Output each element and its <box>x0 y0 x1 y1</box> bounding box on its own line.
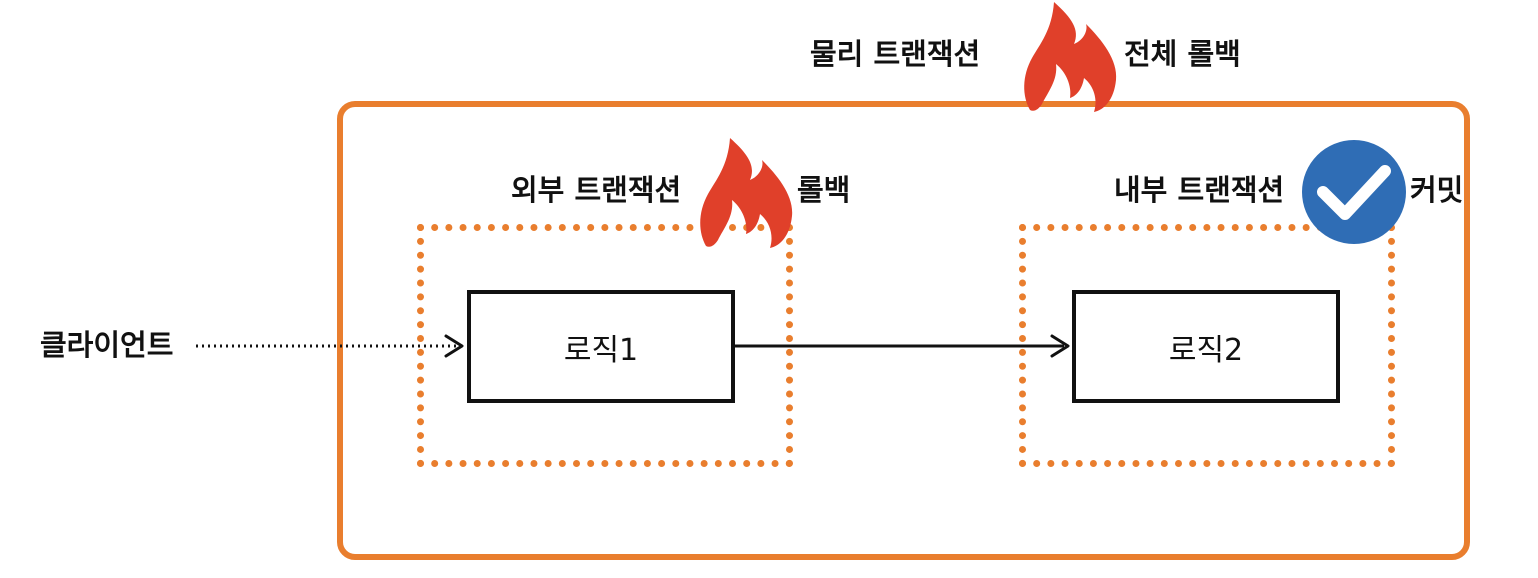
logic1-label: 로직1 <box>563 332 639 368</box>
fire-icon <box>700 138 793 248</box>
checkmark-circle-icon <box>1302 140 1406 244</box>
outer-transaction-result: 롤백 <box>797 173 851 207</box>
inner-transaction-result: 커밋 <box>1410 173 1464 207</box>
outer-transaction-label: 외부 트랜잭션 <box>511 173 682 207</box>
inner-transaction-label: 내부 트랜잭션 <box>1114 173 1285 207</box>
logic2-label: 로직2 <box>1168 332 1244 368</box>
physical-transaction-box <box>337 101 1470 560</box>
logic1-box: 로직1 <box>467 290 735 403</box>
logic1-to-logic2-arrow <box>735 334 1070 358</box>
client-to-logic1-arrow <box>196 334 464 358</box>
client-label: 클라이언트 <box>40 328 174 362</box>
physical-transaction-label: 물리 트랜잭션 <box>810 37 981 71</box>
fire-icon <box>1024 2 1117 112</box>
physical-transaction-result: 전체 롤백 <box>1124 37 1241 71</box>
logic2-box: 로직2 <box>1072 290 1340 403</box>
